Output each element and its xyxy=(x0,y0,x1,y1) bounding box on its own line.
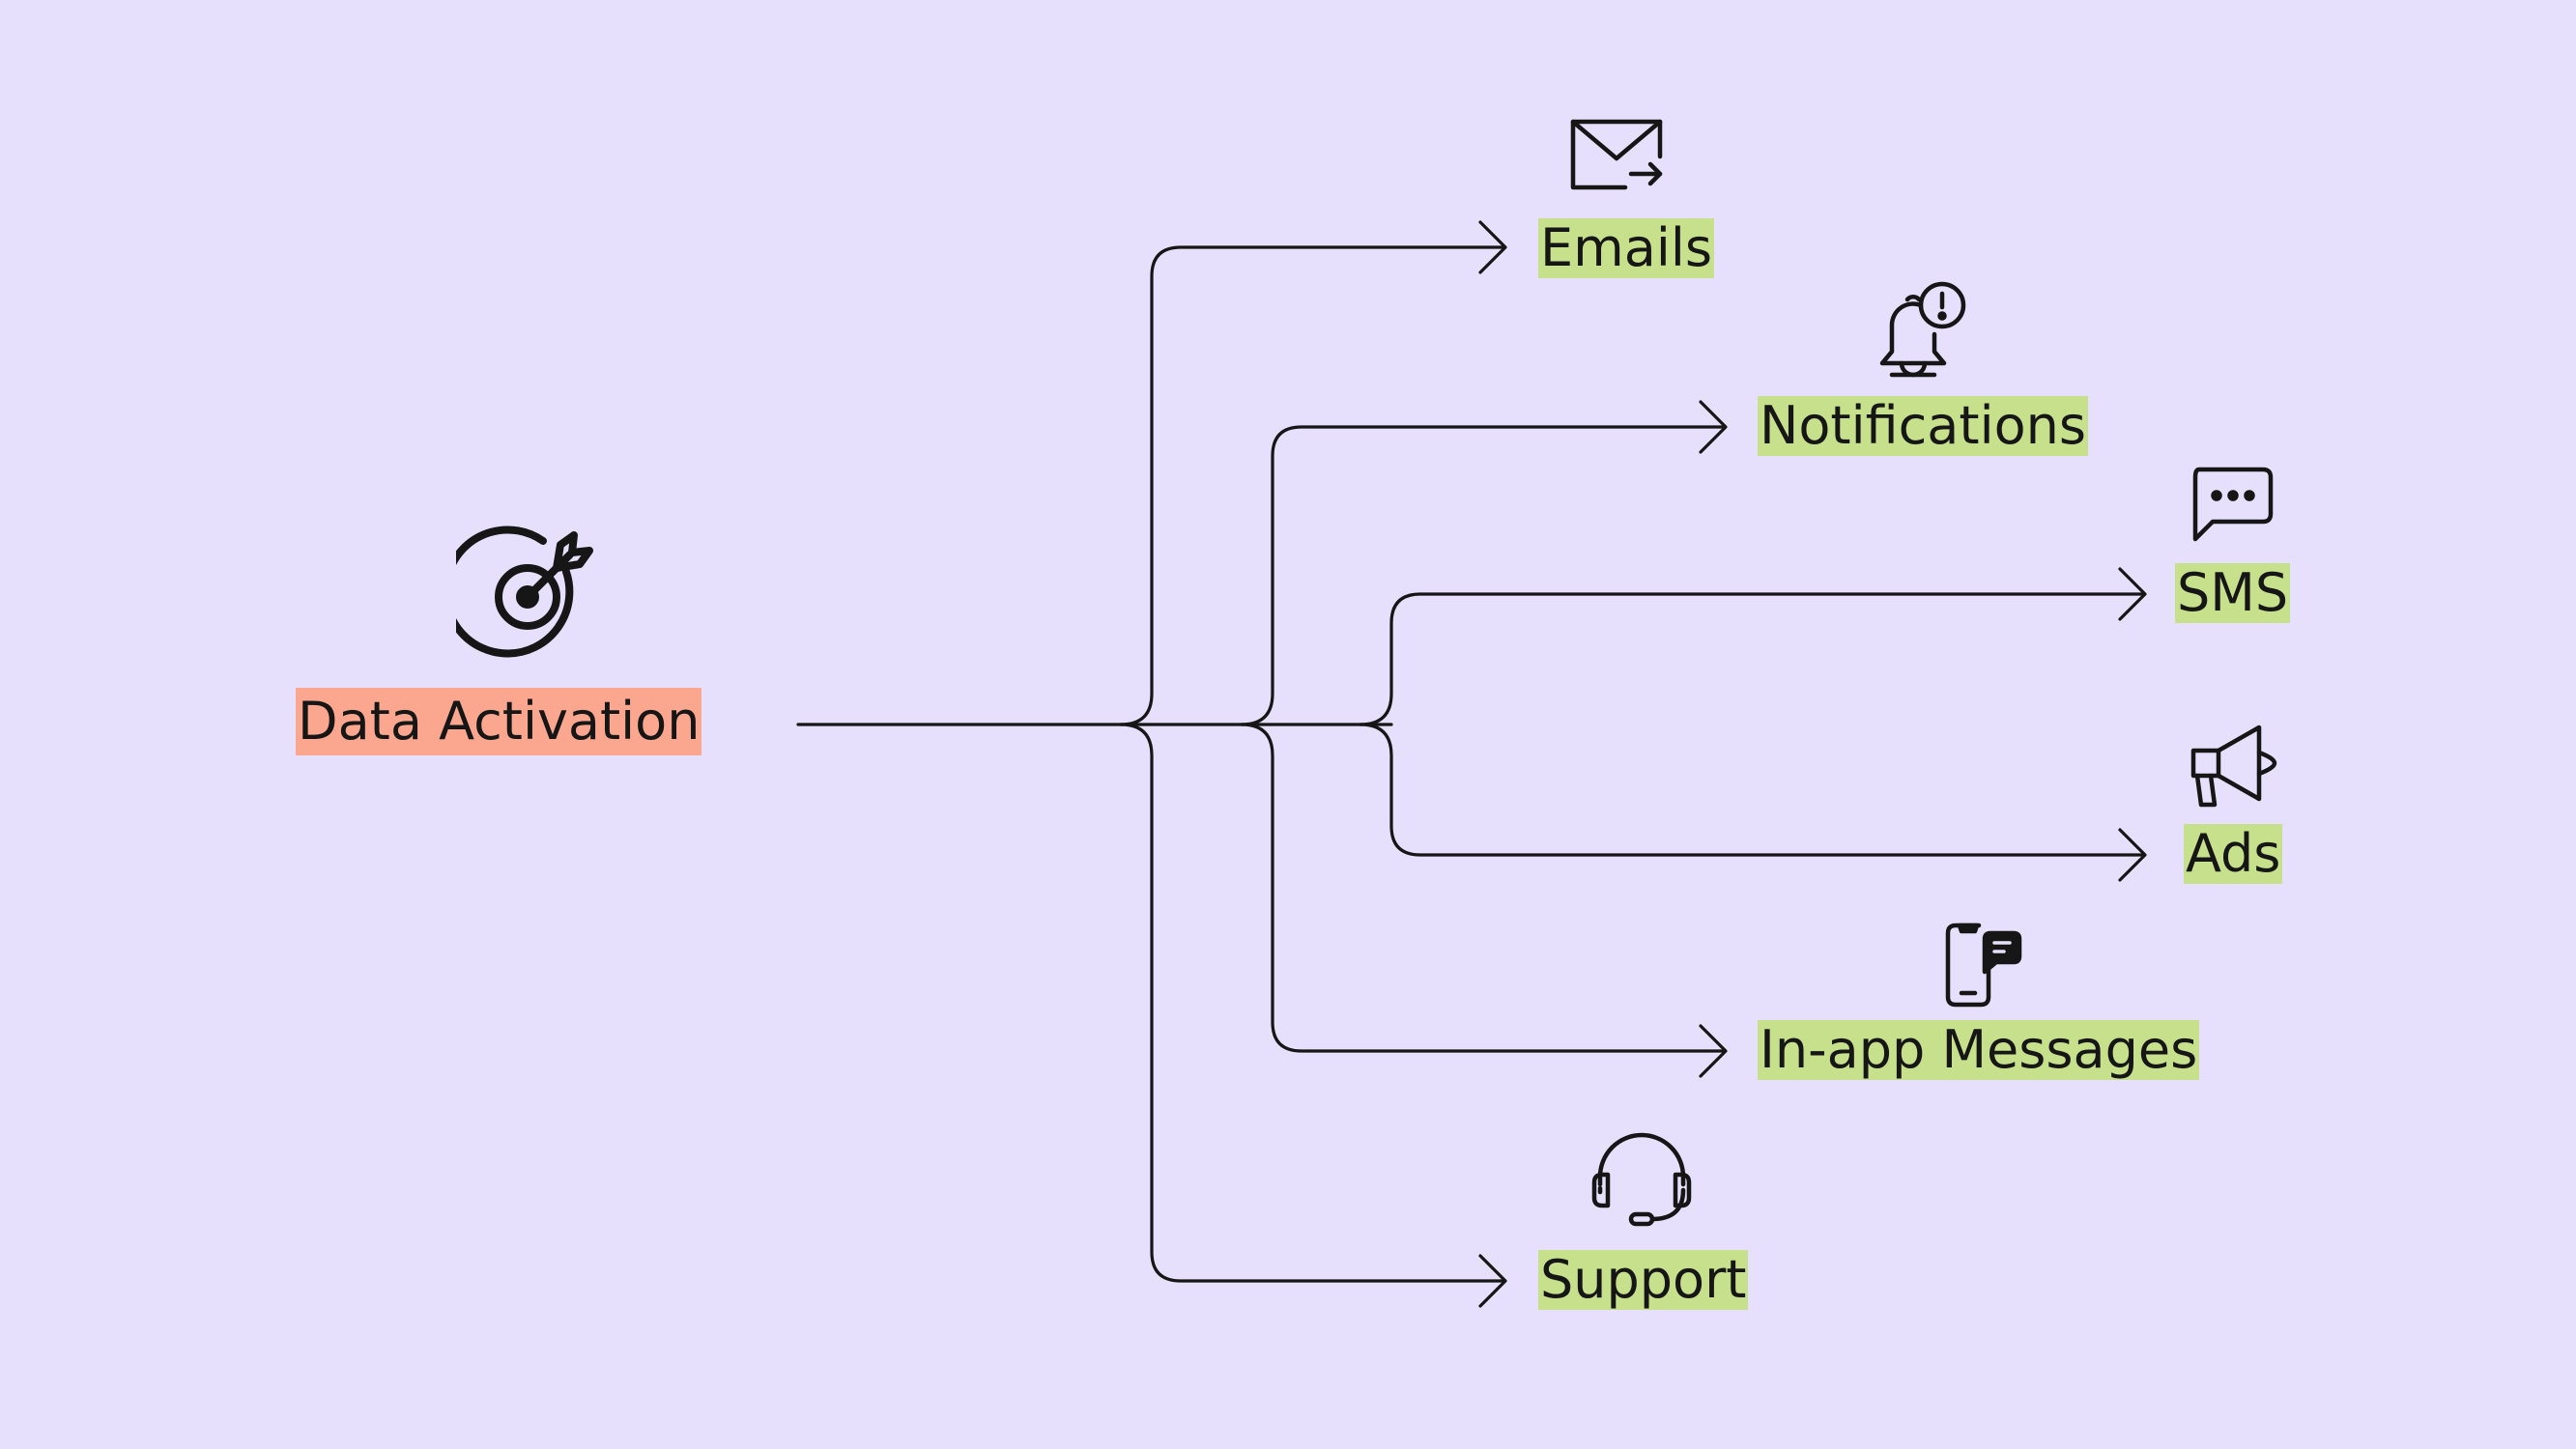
channel-label-sms: SMS xyxy=(2175,562,2291,623)
arrowhead-emails xyxy=(1478,220,1507,274)
channel-label-support: Support xyxy=(1538,1249,1749,1310)
connector-sms xyxy=(1359,592,2144,726)
megaphone-icon xyxy=(2186,720,2280,809)
channel-label-emails: Emails xyxy=(1538,217,1714,278)
connector-emails xyxy=(1119,245,1504,726)
arrowhead-support xyxy=(1478,1254,1507,1308)
target-arrow-icon xyxy=(456,524,601,668)
arrowhead-sms xyxy=(2118,567,2147,621)
phone-message-icon xyxy=(1942,920,2023,1010)
headset-icon xyxy=(1587,1128,1697,1231)
arrowhead-in-app-messages xyxy=(1699,1024,1728,1078)
channel-label-ads: Ads xyxy=(2184,823,2283,884)
bell-alert-icon xyxy=(1873,276,1973,384)
channel-label-notifications: Notifications xyxy=(1758,395,2088,456)
arrowhead-ads xyxy=(2118,828,2147,882)
data-activation-label: Data Activation xyxy=(296,688,702,755)
channel-label-in-app-messages: In-app Messages xyxy=(1758,1019,2200,1080)
connector-ads xyxy=(1359,723,2144,857)
email-send-icon xyxy=(1567,116,1668,193)
connector-notifications xyxy=(1240,425,1724,726)
connector-support xyxy=(1119,723,1504,1283)
chat-bubble-icon xyxy=(2186,464,2276,545)
connector-in-app-messages xyxy=(1240,723,1724,1053)
arrowhead-notifications xyxy=(1699,400,1728,454)
